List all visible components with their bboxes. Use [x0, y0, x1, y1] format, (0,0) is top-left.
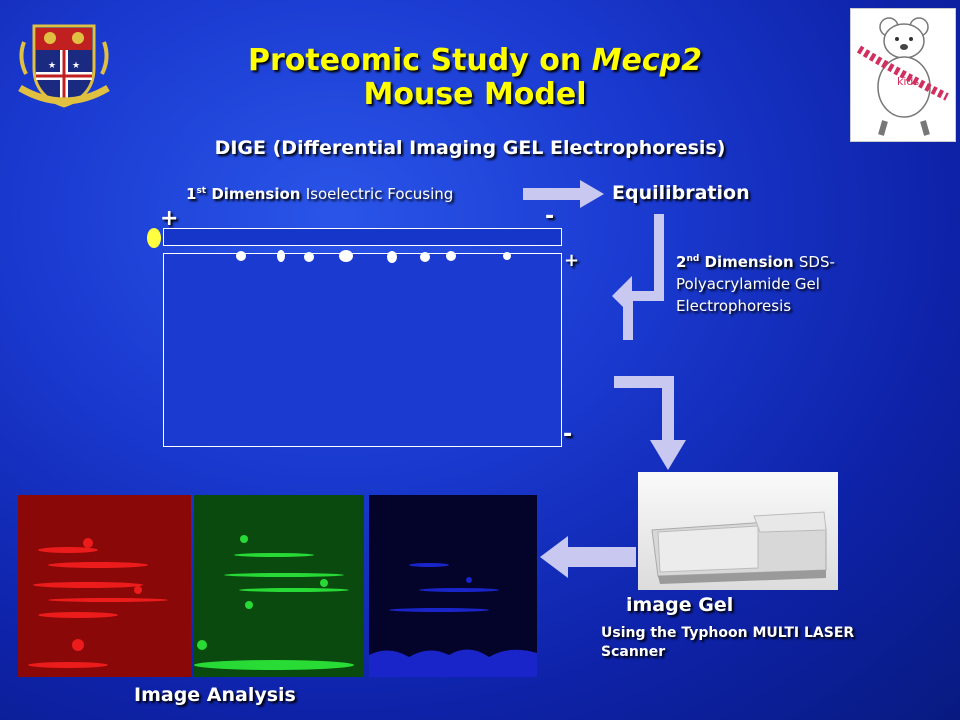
- arrow-to-image-analysis: [540, 536, 636, 578]
- strip-plus-sign: +: [160, 206, 179, 231]
- image-analysis-label: Image Analysis: [134, 684, 296, 706]
- first-dimension-ordinal: 1: [186, 185, 197, 203]
- second-dimension-bold: Dimension: [704, 253, 794, 271]
- first-dimension-bold: Dimension: [211, 185, 301, 203]
- second-dimension-ordinal: 2: [676, 253, 687, 271]
- kids-bear-logo: kids: [850, 8, 956, 142]
- svg-text:★: ★: [72, 61, 80, 71]
- title-line1: Proteomic Study on: [248, 43, 592, 78]
- first-dimension-label: 1st Dimension Isoelectric Focusing: [186, 185, 453, 203]
- image-gel-label: image Gel: [626, 594, 734, 616]
- gel-minus-sign: -: [563, 422, 573, 447]
- arrow-to-equilibration: [523, 180, 604, 208]
- strip-minus-sign: -: [545, 204, 555, 229]
- bear-logo-text: kids: [897, 75, 920, 88]
- blue-gel-scan-image: [369, 495, 537, 677]
- first-dimension-ordinal-sup: st: [196, 186, 207, 196]
- arrow-to-second-dimension: [612, 214, 664, 340]
- university-crest-logo: ★ ★: [14, 18, 114, 110]
- second-dimension-rest: SDS-Polyacrylamide Gel Electrophoresis: [676, 253, 835, 315]
- typhoon-scanner-image: [638, 472, 838, 590]
- sample-well-marker: [147, 228, 161, 248]
- title-italic-gene: Mecp2: [591, 43, 702, 78]
- second-dimension-ordinal-sup: nd: [686, 254, 700, 264]
- first-dimension-rest: Isoelectric Focusing: [305, 185, 454, 203]
- equilibration-label: Equilibration: [612, 182, 750, 204]
- protein-spots: [236, 250, 511, 263]
- page-title: Proteomic Study on Mecp2 Mouse Model: [195, 44, 755, 112]
- sds-gel: [163, 253, 562, 447]
- arrow-to-scanner: [614, 376, 686, 470]
- typhoon-scanner-label: Using the Typhoon MULTI LASER Scanner: [601, 625, 855, 660]
- svg-text:★: ★: [48, 61, 56, 71]
- title-line2: Mouse Model: [363, 77, 587, 112]
- second-dimension-label: 2nd Dimension SDS-Polyacrylamide Gel Ele…: [676, 248, 876, 317]
- green-gel-scan-image: [194, 495, 364, 677]
- page-subtitle: DIGE (Differential Imaging GEL Electroph…: [214, 137, 726, 159]
- gel-plus-sign: +: [564, 250, 580, 271]
- ief-strip: [163, 228, 562, 246]
- red-gel-scan-image: [18, 495, 191, 677]
